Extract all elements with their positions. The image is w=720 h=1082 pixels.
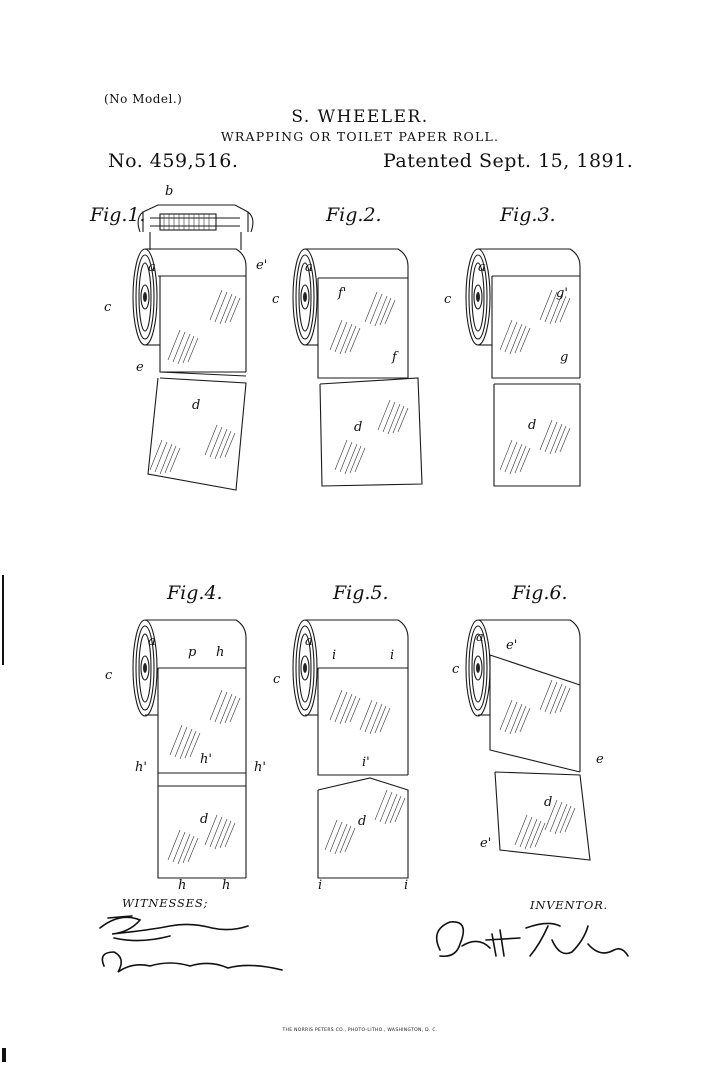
ref-h-prime: h' [254,760,266,775]
fig-2-label: Fig.2. [326,204,382,226]
ref-c: c [273,672,281,687]
ref-h-prime: h' [200,752,212,767]
ref-d: d [544,795,553,810]
ref-a: a [148,634,156,649]
ref-e-prime: e' [256,258,268,273]
ref-a: a [305,634,313,649]
patent-date: Patented Sept. 15, 1891. [383,150,634,172]
ref-d: d [200,812,209,827]
ref-g: g [560,350,569,365]
ref-d: d [354,420,363,435]
ref-h: h [216,645,225,660]
figure-5-drawing [292,619,409,879]
ref-e: e [596,752,604,767]
ref-c: c [452,662,460,677]
ref-h: h [178,878,187,893]
ref-c: c [272,292,280,307]
ref-c: c [444,292,452,307]
fig-3-label: Fig.3. [500,204,556,226]
ref-d: d [192,398,201,413]
lithographer-imprint: THE NORRIS PETERS CO., PHOTO-LITHO., WAS… [282,1028,438,1033]
ref-h-prime: h' [135,760,147,775]
ref-e-prime: e' [506,638,518,653]
figure-4-drawing [132,619,247,879]
no-model-note: (No Model.) [104,92,183,106]
ref-i: i [332,648,337,663]
ref-c: c [104,300,112,315]
scan-edge-mark [2,575,4,665]
ref-a: a [148,260,156,275]
ref-i: i [318,878,323,893]
ref-i: i [390,648,395,663]
ref-b: b [165,184,174,199]
patent-number: No. 459,516. [108,150,239,172]
ref-f-prime: f' [338,286,347,301]
ref-f: f [392,350,397,365]
figure-2-drawing [292,248,423,487]
figure-1-drawing [132,204,254,491]
ref-h: h [222,878,231,893]
ref-g-prime: g' [556,286,568,301]
ref-a: a [476,630,484,645]
ref-e-prime: e' [480,836,492,851]
fig-4-label: Fig.4. [167,582,223,604]
ref-d: d [358,814,367,829]
ref-d: d [528,418,537,433]
inventor-heading: S. WHEELER. [291,107,429,127]
fig-6-label: Fig.6. [512,582,568,604]
scan-edge-mark [2,1048,6,1062]
ref-p: p [188,645,197,660]
inventor-label: INVENTOR. [530,898,608,912]
figure-6-drawing [465,619,591,861]
patent-title: WRAPPING OR TOILET PAPER ROLL. [220,129,500,144]
witnesses-label: WITNESSES; [122,896,209,910]
ref-c: c [105,668,113,683]
ref-i: i [404,878,409,893]
ref-a: a [478,260,486,275]
ref-i-prime: i' [362,755,370,770]
fig-1-label: Fig.1. [90,204,146,226]
fig-5-label: Fig.5. [333,582,389,604]
witness-signatures [99,915,283,973]
inventor-signature [435,921,629,958]
figure-3-drawing [465,248,581,487]
ref-e: e [136,360,144,375]
ref-a: a [305,260,313,275]
